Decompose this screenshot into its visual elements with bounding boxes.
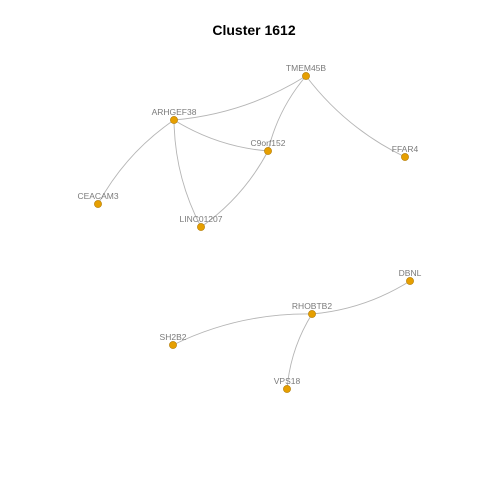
- node-label-tmem45b: TMEM45B: [286, 63, 326, 73]
- node-label-ceacam3: CEACAM3: [77, 191, 118, 201]
- node-label-linc01207: LINC01207: [179, 214, 222, 224]
- node-label-rhobtb2: RHOBTB2: [292, 301, 332, 311]
- edge-arhgef38-ceacam3: [97, 119, 175, 205]
- nodes-layer: [94, 72, 414, 393]
- edge-arhgef38-tmem45b: [173, 75, 307, 121]
- node-ffar4: [401, 153, 409, 161]
- edge-tmem45b-ffar4: [305, 75, 406, 158]
- edge-arhgef38-c9orf152: [173, 119, 269, 152]
- graph-title: Cluster 1612: [212, 22, 295, 38]
- labels-layer: TMEM45B ARHGEF38C9orf152FFAR4CEACAM3LINC0…: [77, 63, 421, 386]
- edge-rhobtb2-sh2b2: [172, 313, 313, 346]
- node-label-ffar4: FFAR4: [392, 144, 419, 154]
- node-linc01207: [197, 223, 205, 231]
- node-rhobtb2: [308, 310, 316, 318]
- edge-rhobtb2-dbnl: [311, 280, 411, 315]
- node-vps18: [283, 385, 291, 393]
- node-label-sh2b2: SH2B2: [160, 332, 187, 342]
- node-ceacam3: [94, 200, 102, 208]
- node-dbnl: [406, 277, 414, 285]
- node-sh2b2: [169, 341, 177, 349]
- edge-tmem45b-c9orf152: [267, 75, 307, 152]
- node-label-dbnl: DBNL: [399, 268, 422, 278]
- node-label-arhgef38: ARHGEF38: [152, 107, 197, 117]
- edge-arhgef38-linc01207: [173, 119, 202, 228]
- edge-linc01207-c9orf152: [200, 150, 269, 228]
- edges-layer: [97, 75, 411, 390]
- node-tmem45b: [302, 72, 310, 80]
- node-label-c9orf152: C9orf152: [251, 138, 286, 148]
- node-arhgef38: [170, 116, 178, 124]
- node-label-vps18: VPS18: [274, 376, 301, 386]
- edge-rhobtb2-vps18: [286, 313, 313, 390]
- node-c9orf152: [264, 147, 272, 155]
